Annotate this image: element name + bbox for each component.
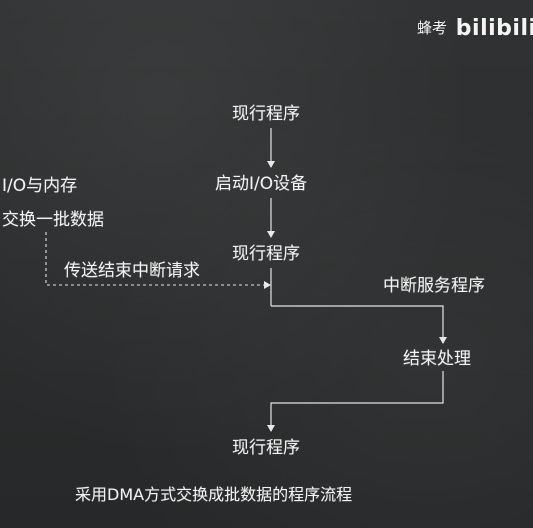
node-current-program-bottom: 现行程序 [232,438,300,458]
diagram-caption: 采用DMA方式交换成批数据的程序流程 [75,485,353,504]
arrow-to-end-processing [271,305,447,344]
node-end-processing: 结束处理 [403,349,471,369]
io-memory-label: I/O与内存 [2,176,78,196]
node-current-program-middle: 现行程序 [232,244,300,264]
arrow-return-to-main [267,371,444,432]
interrupt-request-label: 传送结束中断请求 [64,261,200,281]
bilibili-logo: bilibili [455,16,533,41]
node-interrupt-service-routine: 中断服务程序 [383,276,485,296]
node-current-program-top: 现行程序 [232,104,300,124]
io-exchange-label: 交换一批数据 [2,210,104,230]
watermark: 蜂考 bilibili [417,16,533,41]
node-start-io-device: 启动I/O设备 [215,174,308,194]
watermark-text: 蜂考 [417,19,448,37]
